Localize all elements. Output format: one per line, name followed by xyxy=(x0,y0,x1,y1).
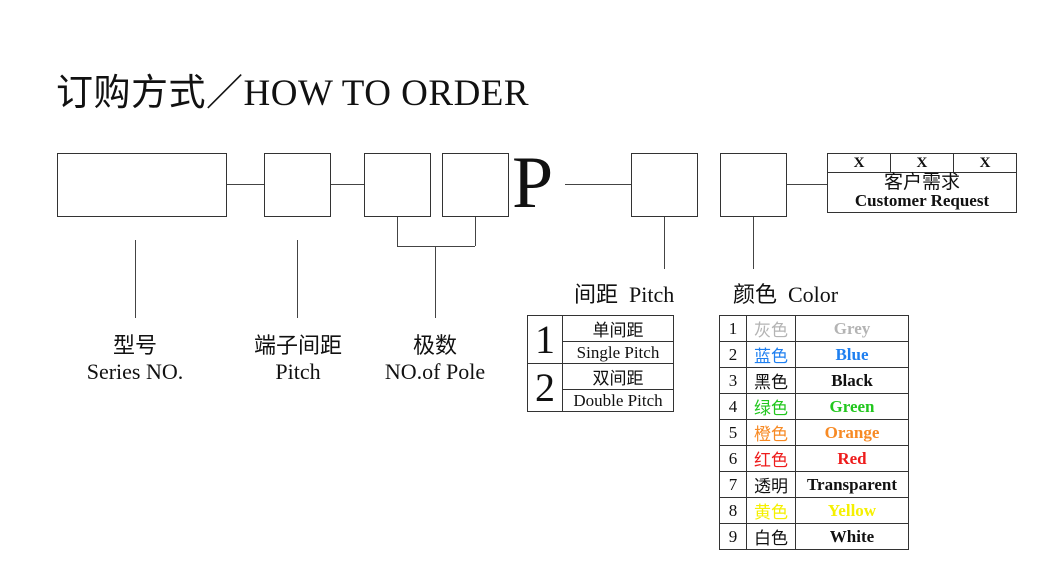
series-pointer xyxy=(135,240,136,318)
pitch-label: 端子间距 Pitch xyxy=(238,333,358,385)
connector-line xyxy=(565,184,631,185)
customer-request-cn: 客户需求 xyxy=(883,172,960,193)
color-number: 4 xyxy=(719,393,747,420)
color-section-label: 颜色 Color xyxy=(733,282,839,307)
connector-line xyxy=(331,184,364,185)
pitch-option-cn: 单间距 xyxy=(562,315,674,342)
customer-request-en: Customer Request xyxy=(854,191,990,210)
pitch-option-cn: 双间距 xyxy=(562,363,674,390)
color-name-cn: 蓝色 xyxy=(746,341,796,368)
color-name-en: Red xyxy=(795,445,909,472)
color-name-cn: 灰色 xyxy=(746,315,796,342)
color-name-en: Black xyxy=(795,367,909,394)
color-name-cn: 透明 xyxy=(746,471,796,498)
pitch-label-cn: 端子间距 xyxy=(253,333,342,358)
series-label: 型号 Series NO. xyxy=(75,333,195,385)
page-title: 订购方式／HOW TO ORDER xyxy=(56,73,530,114)
color-name-en: Green xyxy=(795,393,909,420)
color-name-cn: 白色 xyxy=(746,523,796,550)
color-name-en: Orange xyxy=(795,419,909,446)
series-label-en: Series NO. xyxy=(86,359,184,384)
pole-label-cn: 极数 xyxy=(412,333,457,358)
pitch-pointer xyxy=(297,240,298,318)
color-number: 1 xyxy=(719,315,747,342)
color-name-cn: 红色 xyxy=(746,445,796,472)
color-number: 7 xyxy=(719,471,747,498)
x-mark: X xyxy=(827,153,891,173)
color-name-cn: 黄色 xyxy=(746,497,796,524)
pole-bracket-bottom xyxy=(397,246,475,247)
color-name-en: Grey xyxy=(795,315,909,342)
pitch-label-en: Pitch xyxy=(275,359,321,384)
color-number: 2 xyxy=(719,341,747,368)
pitch-options-table: 1 单间距 Single Pitch 2 双间距 Double Pitch xyxy=(527,315,674,412)
p-letter: P xyxy=(512,142,554,224)
connector-line xyxy=(787,184,827,185)
pitch-section-label: 间距 Pitch xyxy=(574,282,675,307)
color-name-cn: 绿色 xyxy=(746,393,796,420)
pole-pointer xyxy=(435,246,436,318)
color-number: 9 xyxy=(719,523,747,550)
pitch-option-box xyxy=(631,153,698,217)
color-name-cn: 橙色 xyxy=(746,419,796,446)
series-label-cn: 型号 xyxy=(112,333,157,358)
pole-bracket-right xyxy=(475,217,476,246)
color-number: 6 xyxy=(719,445,747,472)
pitch-option-en: Double Pitch xyxy=(562,389,674,412)
pitch-option-number: 2 xyxy=(527,363,563,412)
color-name-en: Yellow xyxy=(795,497,909,524)
color-name-cn: 黑色 xyxy=(746,367,796,394)
color-box xyxy=(720,153,787,217)
pole-bracket-left xyxy=(397,217,398,246)
color-name-en: Transparent xyxy=(795,471,909,498)
pole-label: 极数 NO.of Pole xyxy=(365,333,505,385)
pitch-option-pointer xyxy=(664,217,665,269)
pitch-option-en: Single Pitch xyxy=(562,341,674,364)
connector-line xyxy=(227,184,264,185)
color-name-en: White xyxy=(795,523,909,550)
color-number: 3 xyxy=(719,367,747,394)
series-box xyxy=(57,153,227,217)
color-name-en: Blue xyxy=(795,341,909,368)
customer-request-cell: 客户需求 Customer Request xyxy=(827,172,1017,213)
pole-label-en: NO.of Pole xyxy=(384,359,486,384)
pitch-option-number: 1 xyxy=(527,315,563,364)
pole-box-2 xyxy=(442,153,509,217)
color-number: 8 xyxy=(719,497,747,524)
customer-request-table: X X X 客户需求 Customer Request xyxy=(827,153,1018,213)
color-number: 5 xyxy=(719,419,747,446)
x-mark: X xyxy=(952,153,1018,173)
pole-box-1 xyxy=(364,153,431,217)
color-pointer xyxy=(753,217,754,269)
pitch-code-box xyxy=(264,153,331,217)
x-mark: X xyxy=(889,153,954,173)
